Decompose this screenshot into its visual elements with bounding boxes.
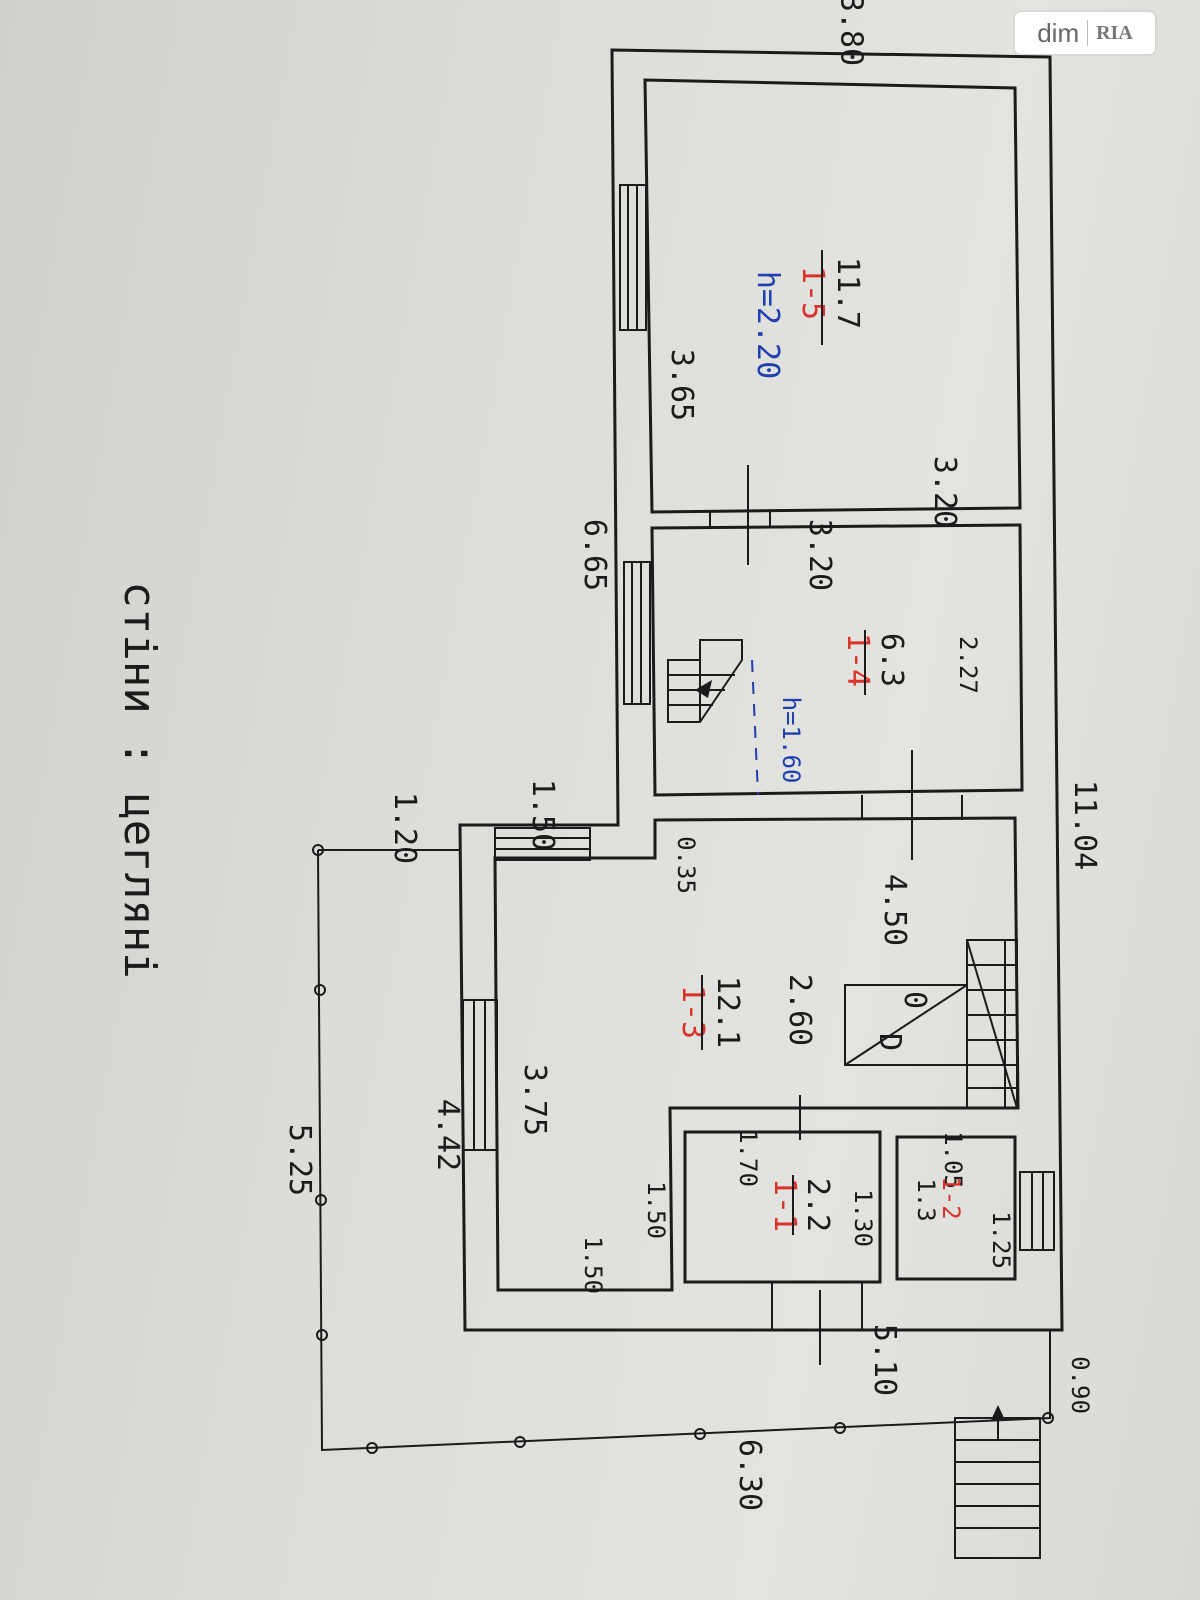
room-1-3-id: 1-3 [675, 985, 710, 1039]
dim-room4-depth: 2.27 [954, 636, 982, 694]
dim-room5-width-a: 3.20 [927, 456, 962, 528]
dimria-watermark: dim RIA [1015, 12, 1155, 54]
room-1-5-area: 11.7 [830, 257, 865, 329]
window-room3-top [494, 827, 591, 861]
room-1-4-id: 1-4 [840, 633, 875, 687]
dim-terrace-width: 6.30 [732, 1439, 767, 1511]
room-1-3-area: 12.1 [710, 976, 745, 1048]
svg-text:3.80: 3.80 [834, 0, 869, 66]
room-1-1-area: 2.2 [800, 1178, 835, 1232]
stove-label-top: 0 [897, 991, 932, 1009]
inner-wall-top [643, 78, 1022, 514]
dim-room3-length: 4.50 [877, 874, 912, 946]
door-marks [709, 512, 963, 1330]
dim-left-length: 6.65 [577, 519, 612, 591]
window-room4 [623, 561, 651, 705]
room-1-1-wall [683, 1130, 882, 1284]
dim-room5-depth: 3.65 [664, 349, 699, 421]
dim-offset-b: 1.50 [525, 779, 560, 851]
inner-wall-room4 [650, 523, 1024, 797]
room-1-2-wall [895, 1135, 1017, 1281]
dim-room3-side: 3.75 [517, 1064, 552, 1136]
room-1-5-height: h=2.20 [750, 271, 785, 379]
room-1-2-area: 1.3 [912, 1178, 940, 1221]
room-1-4-height: h=1.60 [777, 697, 805, 784]
stove-label-bottom: D [872, 1033, 907, 1051]
walls-material-note: стіни : цегляні [114, 581, 165, 978]
window-room5 [619, 184, 647, 331]
stove [844, 939, 1018, 1109]
entrance-stairs [954, 1405, 1041, 1559]
dim-room3-width: 2.60 [782, 974, 817, 1046]
staircase-room4 [667, 639, 759, 796]
dim-r1-a: 1.70 [734, 1129, 762, 1187]
window-room3-left [462, 999, 498, 1151]
dim-r2-b: 1.25 [987, 1211, 1015, 1269]
dim-step: 0.90 [1066, 1356, 1094, 1414]
dim-r1-c: 1.50 [642, 1181, 670, 1239]
room-1-1-id: 1-1 [767, 1178, 802, 1232]
dim-r1-d: 1.50 [579, 1236, 607, 1294]
dim-gap: 0.35 [672, 836, 700, 894]
terrace [312, 844, 1054, 1454]
dim-r1-b: 1.30 [849, 1189, 877, 1247]
dim-room3-left: 4.42 [430, 1099, 465, 1171]
room-1-4-area: 6.3 [874, 633, 909, 687]
room-1-2-id: 1-2 [937, 1176, 965, 1219]
watermark-brand: dim [1037, 17, 1080, 48]
dim-top-width: 3.80 [834, 0, 869, 66]
dimension-ticks [747, 465, 913, 1365]
outer-wall [458, 48, 1064, 1332]
dim-terrace-length: 5.25 [282, 1124, 317, 1196]
watermark-partner: RIA [1096, 21, 1133, 44]
watermark-separator [1087, 20, 1089, 46]
dim-r2-a: 1.05 [939, 1131, 967, 1189]
dim-room5-width-b: 3.20 [802, 519, 837, 591]
inner-wall-room3 [493, 816, 1020, 1292]
dim-total-length: 11.04 [1067, 780, 1102, 870]
room-1-5-id: 1-5 [795, 266, 830, 320]
window-room2 [1019, 1171, 1055, 1251]
dim-offset-a: 1.20 [387, 792, 422, 864]
dim-bottom-width: 5.10 [867, 1324, 902, 1396]
